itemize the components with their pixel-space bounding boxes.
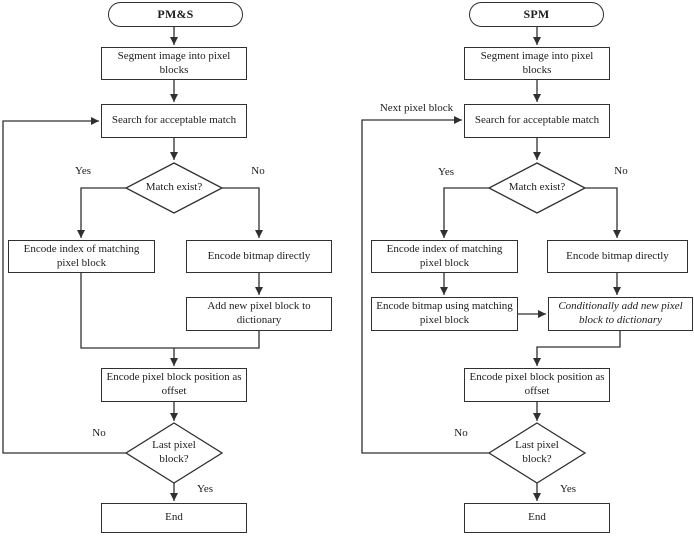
pms-merge-line-right [174, 331, 260, 349]
spm-last-block-label: Last pixel block? [515, 439, 559, 465]
pms-encode-index-box: Encode index of matching pixel block [8, 240, 155, 273]
pms-merge-line-left [80, 273, 174, 349]
spm-loop-back-line [361, 116, 489, 454]
pms-yes-match-label: Yes [74, 165, 91, 177]
pms-arrow-no-branch [222, 187, 263, 238]
pms-encode-bitmap-box: Encode bitmap directly [186, 240, 332, 273]
pms-add-new-box: Add new pixel block to dictionary [186, 297, 332, 331]
spm-arrow-yes-branch [440, 187, 489, 238]
pms-search-box: Search for acceptable match [101, 104, 247, 138]
spm-encode-bitmap-box: Encode bitmap directly [547, 240, 688, 273]
pms-no-match-label: No [251, 165, 265, 177]
spm-conditional-add-box: Conditionally add new pixel block to dic… [548, 297, 693, 331]
spm-encode-position-box: Encode pixel block position as offset [464, 368, 610, 402]
spm-last-block-diamond-shape [487, 422, 587, 484]
spm-next-pixel-block-label: Next pixel block [379, 102, 454, 114]
spm-start-terminator: SPM [469, 2, 604, 27]
spm-end-box: End [464, 503, 610, 533]
pms-end-box: End [101, 503, 247, 533]
pms-segment-box: Segment image into pixel blocks [101, 47, 247, 80]
pms-match-exist-diamond-shape [124, 162, 224, 214]
pms-loop-back-line [2, 117, 126, 454]
pms-arrow-yes-branch [77, 187, 126, 238]
spm-yes-match-label: Yes [437, 166, 454, 178]
pms-connectors [2, 27, 263, 501]
spm-encode-index-box: Encode index of matching pixel block [371, 240, 518, 273]
pms-encode-position-box: Encode pixel block position as offset [101, 368, 247, 402]
pms-last-block-diamond-shape [124, 422, 224, 484]
spm-encode-bitmap-matching-box: Encode bitmap using matching pixel block [371, 297, 518, 331]
spm-no-match-label: No [614, 165, 628, 177]
spm-arrow-conditional-to-position [533, 331, 621, 366]
pms-no-loop-label: No [92, 427, 106, 439]
spm-match-exist-diamond-shape [487, 162, 587, 214]
spm-no-loop-label: No [454, 427, 468, 439]
spm-connectors [361, 27, 621, 501]
spm-match-exist-label: Match exist? [508, 181, 566, 194]
spm-arrow-no-branch [585, 187, 621, 238]
pms-match-exist-label: Match exist? [145, 181, 203, 194]
spm-search-box: Search for acceptable match [464, 104, 610, 138]
pms-start-terminator: PM&S [108, 2, 243, 27]
spm-segment-box: Segment image into pixel blocks [464, 47, 610, 80]
spm-yes-end-label: Yes [559, 483, 576, 495]
pms-yes-end-label: Yes [196, 483, 213, 495]
pms-last-block-label: Last pixel block? [152, 439, 196, 465]
